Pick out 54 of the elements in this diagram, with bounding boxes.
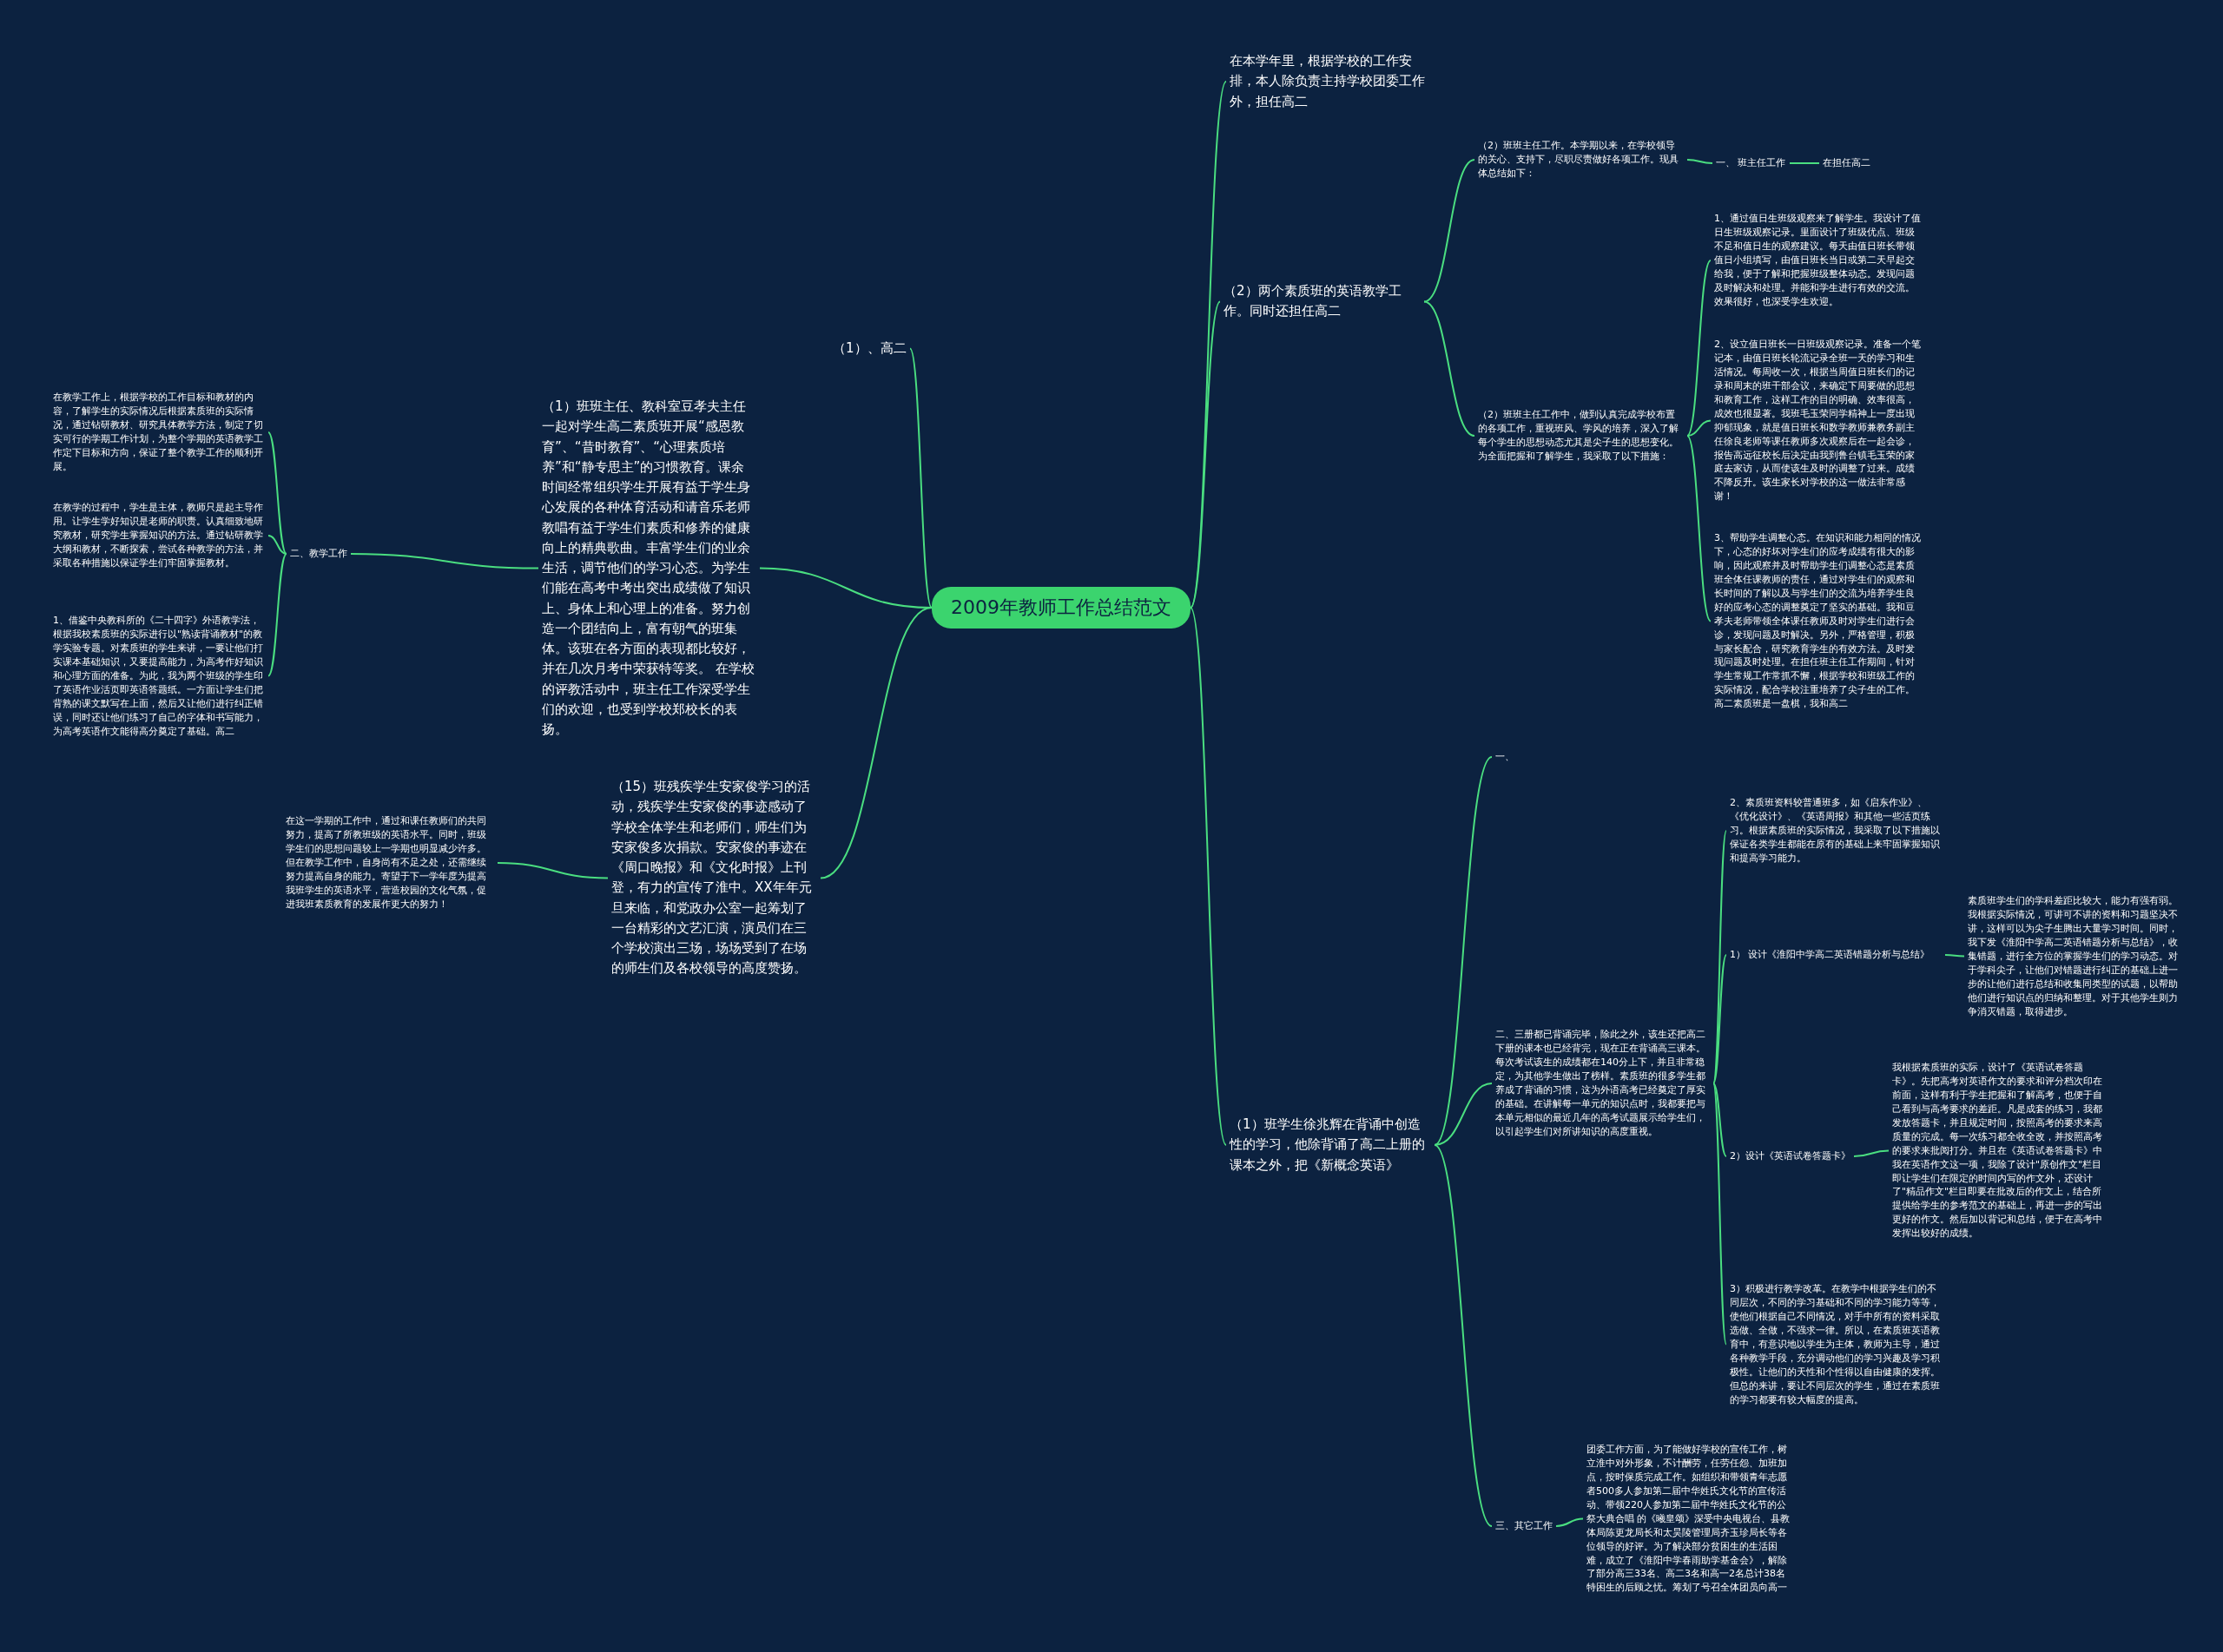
connector-line — [1686, 260, 1712, 437]
connector-line — [1555, 1517, 1584, 1527]
connector-line — [1190, 607, 1227, 1146]
connector-line — [1686, 159, 1713, 164]
topic-text: 在担任高二 — [1819, 155, 1874, 172]
topic-text: 在这一学期的工作中，通过和课任教师们的共同努力，提高了所教班级的英语水平。同时，班级学生们的思想问题较上一学期也明显减少许多。但在教学工作中，自身尚有不足之处，还需继续努力提高自身的能力。寄望于下一学年度为提高我班学生的英语水平，营造校园的文化气氛，促进我班素质教育的发展作更大的努力！ — [282, 813, 498, 913]
topic-text: 3、帮助学生调整心态。在知识和能力相同的情况下，心态的好坏对学生们的应考成绩有很大的影响，因此观察并及时帮助学生们调整心态是素质班全体任课教师的责任，通过对学生们的观察和长时间的了解以及与学生们的交流为培养学生良好的应考心态的调整奠定了坚实的基础。我和豆孝夫老师带领全体课任教师及时对学生们进行会诊，发现问题及时解决。另外，严格管理，积极与家长配合，研究教育学生的有效方法。及时发现问题及时处理。在担任班主任工作期间，针对学生常规工作常抓不懈，根据学校和班级工作的实际情况，配合学校注重培养了尖子生的工作。高二素质班是一盘棋，我和高二 — [1711, 530, 1926, 714]
connector-line — [1423, 300, 1475, 437]
topic-text: （2）班班主任工作。本学期以来，在学校领导的关心、支持下，尽职尽责做好各项工作。现具体总结如下： — [1474, 137, 1687, 182]
topic-text: 二、三册都已背诵完毕，除此之外，该生还把高二下册的课本也已经背完，现在正在背诵高三课本。每次考试该生的成绩都在140分上下，并且非常稳定，为其他学生做出了榜样。素质班的很多学生都养成了背诵的习惯，这为外语高考已经奠定了厚实的基础。在讲解每一单元的知识点时，我都要把与本单元相似的最近几年的高考试题展示给学生们，以引起学生们对所讲知识的高度重视。 — [1492, 1026, 1713, 1141]
topic-text: 一、 班主任工作 — [1712, 155, 1790, 172]
topic-text: 1、通过值日生班级观察来了解学生。我设计了值日生班级观察记录。里面设计了班级优点、班级不足和值日生的观察建议。每天由值日班长带领值日小组填写，由值日班长当日或第二天早起交给我，便于了解和把握班级整体动态。发现问题及时解决和处理。并能和学生进行有效的交流。效果很好，也深受学生欢迎。 — [1711, 210, 1926, 311]
connector-line — [497, 862, 609, 879]
connector-line — [267, 553, 287, 677]
connector-line — [1686, 435, 1712, 622]
connector-line — [350, 553, 539, 569]
connector-line — [909, 347, 933, 609]
topic-text: 素质班学生们的学科差距比较大，能力有强有弱。我根据实际情况，可讲可不讲的资料和习题坚决不讲，这样可以为尖子生腾出大量学习时间。同时，我下发《淮阳中学高二英语错题分析与总结》，收集错题，进行全方位的掌握学生们的学习动态。对于学科尖子，让他们对错题进行纠正的基础上进一步的让他们进行总结和收集同类型的试题，以帮助他们进行知识点的归纳和整理。对于其他学生则力争消灭错题，取得进步。 — [1964, 892, 2183, 1021]
topic-text: 2、设立值日班长一日班级观察记录。准备一个笔记本，由值日班长轮流记录全班一天的学习和生活情况。每周收一次，根据当周值日班长们的记录和周末的班干部会议，来确定下周要做的思想和教育工作，这样工作的目的明确、效率很高，成效也很显著。我班毛玉荣同学精神上一度出现抑郁现象，就是值日班长和数学教师兼教务副主任徐良老师等课任教师多次观察后在一起会诊，报告高远征校长后决定由我到鲁台镇毛玉荣的家庭去家访，从而使该生及时的调整了过来。成绩不降反升。该生家长对学校的这一做法非常感谢！ — [1711, 336, 1926, 506]
connector-line — [1789, 162, 1820, 164]
connector-line — [1686, 419, 1712, 437]
topic-text: （1）、高二 — [829, 337, 910, 361]
central-topic: 2009年教师工作总结范文 — [932, 587, 1191, 629]
topic-text: 1、借鉴中央教科所的《二十四字》外语教学法，根据我校素质班的实际进行以"熟读背诵教材"的教学实验专题。对素质班的学生来讲，一要让他们打实课本基础知识，又要提高能力，为高考作好知识和心理方面的准备。为此，我为两个班级的学生印了英语作业活页即英语答题纸。一方面让学生们把背熟的课文默写在上面，然后又让他们进行纠正错误，同时还让他们练习了自己的字体和书写能力，为高考英语作文能得高分奠定了基础。高二 — [49, 612, 268, 740]
connector-line — [1434, 1144, 1493, 1527]
connector-line — [1944, 954, 1965, 958]
connector-line — [1423, 159, 1475, 303]
connector-line — [1434, 756, 1493, 1146]
connector-line — [267, 535, 287, 555]
connector-line — [267, 431, 287, 555]
topic-text: （1）班学生徐兆辉在背诵中创造性的学习，他除背诵了高二上册的课本之外，把《新概念英语》 — [1226, 1113, 1435, 1177]
topic-text: （2）两个素质班的英语教学工作。同时还担任高二 — [1220, 280, 1424, 324]
connector-line — [1712, 954, 1727, 1084]
topic-text: 在本学年里，根据学校的工作安排，本人除负责主持学校团委工作外，担任高二 — [1226, 49, 1435, 114]
topic-text: 三、其它工作 — [1492, 1517, 1556, 1535]
connector-line — [1712, 1083, 1727, 1157]
topic-text: 2）设计《英语试卷答题卡》 — [1726, 1148, 1854, 1165]
connector-line — [1434, 1083, 1493, 1146]
topic-text: 在教学工作上，根据学校的工作目标和教材的内容，了解学生的实际情况后根据素质班的实际情况，通过钻研教材、研究具体教学方法，制定了切实可行的学期工作计划，为整个学期的英语教学工作定下目标和方向，保证了整个教学工作的顺利开展。 — [49, 389, 268, 476]
topic-text: 我根据素质班的实际，设计了《英语试卷答题卡》。先把高考对英语作文的要求和评分档次印在前面，这样有利于学生把握和了解高考，也便于自己看到与高考要求的差距。凡是成套的练习，我都发放答题卡，并且规定时间，按照高考的要求来高质量的完成。每一次练习都全收全改，并按照高考的要求来批阅打分。并且在《英语试卷答题卡》中我在英语作文这一项，我除了设计"原创作文"栏目即让学生们在限定的时间内写的作文外，还设计了"精品作文"栏目即要在批改后的作文上，结合所提供给学生的参考范文的基础上，再进一步的写出更好的作文。然后加以背记和总结，便于在高考中发挥出较好的成绩。 — [1889, 1059, 2108, 1243]
topic-text: （15）班残疾学生安家俊学习的活动，残疾学生安家俊的事迹感动了学校全体学生和老师们，师生们为安家俊多次捐款。安家俊的事迹在《周口晚报》和《文化时报》上刊登，有力的宣传了淮中。XX年年元旦来临，和党政办公室一起筹划了一台精彩的文艺汇演，演员们在三个学校演出三场，场场受到了在场的师生们及各校领导的高度赞扬。 — [608, 775, 821, 981]
connector-line — [1190, 300, 1221, 609]
topic-text: 3）积极进行教学改革。在教学中根据学生们的不同层次，不同的学习基础和不同的学习能力等等，使他们根据自己不同情况，对手中所有的资料采取选做、全做，不强求一律。所以，在素质班英语教育中，有意识地以学生为主体，教师为主导，通过各种教学手段，充分调动他们的学习兴趣及学习积极性。让他们的天性和个性得以自由健康的发挥。但总的来讲，要让不同层次的学生，通过在素质班的学习都要有较大幅度的提高。 — [1726, 1280, 1945, 1409]
connector-line — [1712, 1083, 1727, 1346]
topic-text: （2）班班主任工作中，做到认真完成学校布置的各项工作，重视班风、学风的培养，深入了解每个学生的思想动态尤其是尖子生的思想变化。为全面把握和了解学生，我采取了以下措施： — [1474, 406, 1687, 465]
topic-text: 一、 — [1492, 748, 1518, 766]
topic-text: 二、教学工作 — [287, 545, 351, 563]
topic-text: 在教学的过程中，学生是主体，教师只是起主导作用。让学生学好知识是老师的职责。认真细致地研究教材，研究学生掌握知识的方法。通过钻研教学大纲和教材，不断探索，尝试各种教学的方法，并采取各种措施以保证学生们牢固掌握教材。 — [49, 499, 268, 572]
topic-text: （1）班班主任、教科室豆孝夫主任一起对学生高二素质班开展“感恩教育”、“昔时教育”、“心理素质培养”和“静专思主”的习惯教育。课余时间经常组织学生开展有益于学生身心发展的各种体育活动和请音乐老师教唱有益于学生们素质和修养的健康向上的精典歌曲。丰富学生们的业余生活，调节他们的学习心态。为学生们能在高考中考出突出成绩做了知识上、身体上和心理上的准备。努力创造一个团结向上，富有朝气的班集体。该班在各方面的表现都比较好，并在几次月考中荣获特等奖。 在学校的评教活动中，班主任工作深受学生们的欢迎，也受到学校郑校长的表扬。 — [538, 395, 760, 742]
topic-text: 2、素质班资料较普通班多，如《启东作业》、《优化设计》、《英语周报》和其他一些活页练习。根据素质班的实际情况，我采取了以下措施以保证各类学生都能在原有的基础上来牢固掌握知识和提高学习能力。 — [1726, 794, 1945, 867]
topic-text: 团委工作方面，为了能做好学校的宣传工作，树立淮中对外形象，不计酬劳，任劳任怨、加班加点，按时保质完成工作。如组织和带领青年志愿者500多人参加第二届中华姓氏文化节的宣传活动、带领220人参加第二届中华姓氏文化节的公祭大典合唱 的《曦皇颂》深受中央电视台、县教体局陈更龙局长和太昊陵管理局齐玉珍局长等各位领导的好评。为了解决部分贫困生的生活困难，成立了《淮阳中学春雨助学基金会》，解除了部分高三33名、高二3名和高一2名总计38名特困生的后顾之忧。筹划了号召全体团员向高一 — [1583, 1441, 1796, 1597]
connector-line — [1853, 1149, 1890, 1157]
topic-text: 1） 设计《淮阳中学高二英语错题分析与总结》 — [1726, 946, 1945, 964]
connector-line — [820, 607, 933, 879]
